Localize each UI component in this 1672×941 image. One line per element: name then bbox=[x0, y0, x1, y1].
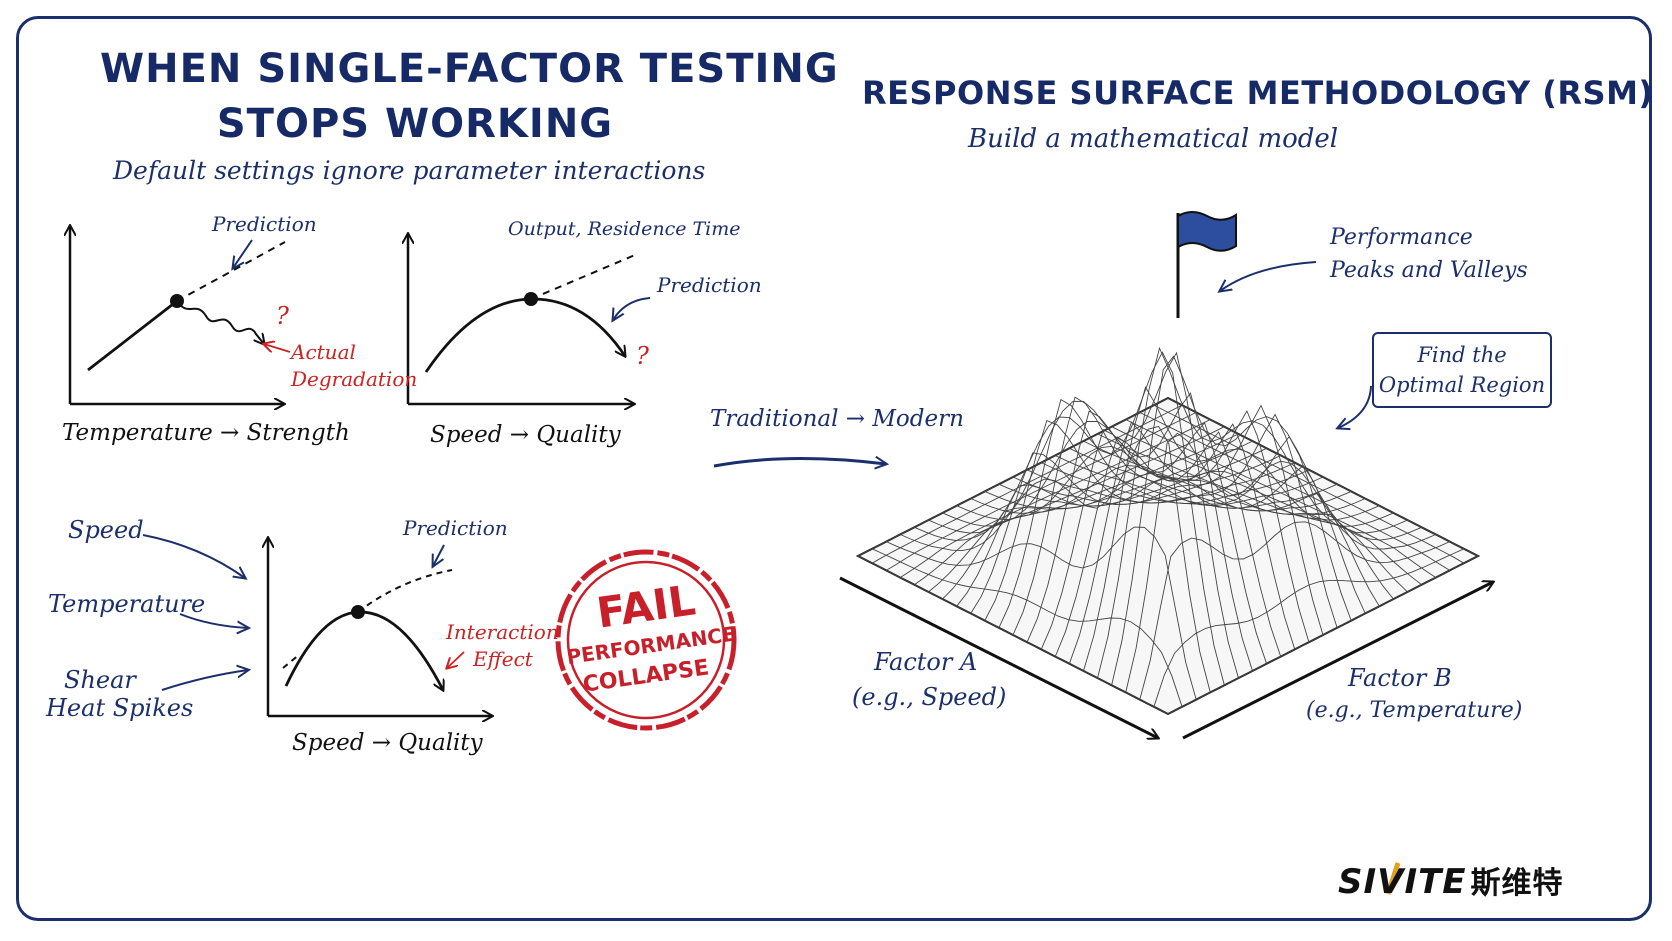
surface-gridline bbox=[1041, 435, 1352, 621]
g1-prediction-line bbox=[176, 241, 286, 302]
input-temperature-label: Temperature bbox=[48, 590, 206, 618]
g1-question-mark: ? bbox=[276, 302, 289, 330]
factor-a-axis bbox=[839, 576, 1158, 738]
optimal-region-box: Find the Optimal Region bbox=[1372, 332, 1552, 408]
surface-gridline bbox=[1012, 404, 1324, 636]
g3-interaction-label-1: Interaction bbox=[446, 620, 559, 644]
g1-caption: Temperature → Strength bbox=[62, 420, 350, 446]
stamp-inner-ring bbox=[566, 560, 726, 720]
g3-point bbox=[351, 605, 365, 619]
logo-chinese: 斯维特 bbox=[1470, 866, 1564, 901]
g3-prediction-label: Prediction bbox=[403, 516, 508, 540]
surface-gridline bbox=[928, 351, 1239, 679]
factor-b-axis bbox=[1182, 582, 1493, 740]
fail-stamp bbox=[555, 549, 737, 731]
shear-input-arrow bbox=[161, 670, 248, 691]
g1-curve bbox=[87, 299, 178, 372]
g1-actual-arrow bbox=[264, 344, 291, 353]
g1-prediction-label: Prediction bbox=[212, 212, 317, 236]
transition-arrow bbox=[713, 458, 886, 466]
g2-prediction-arrow bbox=[613, 297, 651, 320]
surface-gridline bbox=[1167, 397, 1479, 557]
surface-grid bbox=[857, 346, 1479, 715]
surface-gridline bbox=[1153, 404, 1465, 564]
border-frame bbox=[16, 16, 1652, 921]
g3-dash-left bbox=[282, 653, 301, 669]
speed-input-arrow bbox=[142, 534, 245, 578]
g1-point bbox=[170, 294, 184, 308]
g3-curve bbox=[284, 610, 443, 690]
surface-gridline bbox=[885, 411, 1197, 571]
optimal-label-2: Optimal Region bbox=[1378, 373, 1546, 397]
g3-prediction-line bbox=[357, 569, 453, 613]
g2-curve bbox=[424, 297, 625, 373]
response-surface bbox=[855, 346, 1481, 716]
surface-gridline bbox=[871, 404, 1183, 564]
graph-speed-quality-2 bbox=[142, 534, 492, 716]
surface-gridline bbox=[1111, 355, 1422, 686]
g2-caption: Speed → Quality bbox=[430, 422, 621, 448]
g3-interaction-arrow bbox=[447, 651, 465, 668]
input-shear-label: Shear bbox=[64, 666, 136, 694]
left-subtitle: Default settings ignore parameter intera… bbox=[113, 156, 706, 185]
surface-gridline bbox=[1083, 440, 1394, 600]
surface-gridline bbox=[928, 433, 1239, 593]
g1-degradation-line bbox=[176, 300, 264, 344]
surface-gridline bbox=[1068, 421, 1380, 664]
factor-a-label-1: Factor A bbox=[874, 648, 978, 676]
left-title-line2: STOPS WORKING bbox=[216, 101, 614, 147]
graph-temperature-strength bbox=[70, 226, 291, 404]
g3-interaction-label-2: Effect bbox=[473, 647, 533, 671]
g2-question-mark: ? bbox=[636, 342, 649, 370]
g1-prediction-arrow bbox=[233, 239, 253, 268]
logo-slash bbox=[1385, 862, 1401, 895]
optimal-label-1: Find the bbox=[1417, 343, 1507, 367]
input-speed-label: Speed bbox=[68, 516, 144, 544]
peaks-label-1: Performance bbox=[1330, 225, 1473, 250]
g1-actual-label-1: Actual bbox=[291, 340, 356, 364]
logo-latin: SIVITE bbox=[1338, 862, 1467, 902]
g3-prediction-arrow bbox=[433, 544, 445, 566]
peaks-arrow bbox=[1220, 261, 1317, 291]
g2-prediction-line bbox=[530, 254, 636, 300]
stamp-outer-ring bbox=[555, 549, 737, 731]
surface-gridline bbox=[900, 419, 1211, 578]
g2-prediction-label: Prediction bbox=[657, 273, 762, 297]
g2-output-label: Output, Residence Time bbox=[508, 218, 741, 240]
g3-caption: Speed → Quality bbox=[292, 730, 483, 756]
surface-gridline bbox=[1125, 419, 1436, 578]
left-title-line1: WHEN SINGLE-FACTOR TESTING bbox=[100, 46, 839, 92]
surface-gridline bbox=[1055, 455, 1366, 614]
optimal-arrow bbox=[1338, 385, 1372, 428]
factor-b-label-2: (e.g., Temperature) bbox=[1306, 698, 1523, 723]
graph-speed-quality-1 bbox=[408, 234, 651, 404]
surface-gridline bbox=[1069, 447, 1380, 607]
surface-gridline bbox=[1097, 433, 1408, 593]
transition-label: Traditional → Modern bbox=[710, 406, 964, 432]
surface-gridline bbox=[970, 452, 1281, 614]
temperature-input-arrow bbox=[179, 613, 248, 628]
peaks-label-2: Peaks and Valleys bbox=[1330, 258, 1528, 283]
summit-flag bbox=[1176, 211, 1237, 318]
surface-gridline bbox=[956, 447, 1267, 607]
surface-gridline bbox=[914, 426, 1225, 586]
surface-gridline bbox=[857, 397, 1169, 557]
g2-point bbox=[524, 292, 538, 306]
surface-gridline bbox=[998, 398, 1310, 628]
flag-icon bbox=[1177, 211, 1237, 252]
g1-actual-label-2: Degradation bbox=[291, 367, 418, 391]
rsm-subtitle: Build a mathematical model bbox=[968, 124, 1339, 154]
surface-gridline bbox=[1139, 411, 1451, 571]
input-heat-spikes-label: Heat Spikes bbox=[46, 694, 194, 722]
factor-a-label-2: (e.g., Speed) bbox=[852, 683, 1007, 711]
surface-gridline bbox=[1111, 426, 1422, 586]
factor-b-label-1: Factor B bbox=[1348, 664, 1452, 692]
